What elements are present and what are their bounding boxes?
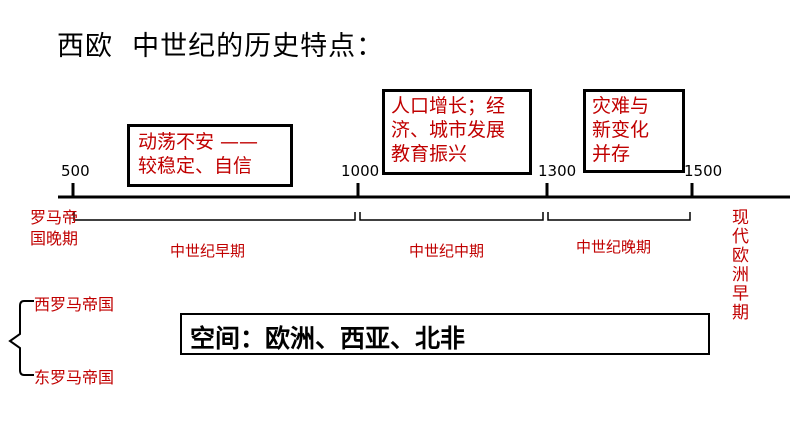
box-early-line-2: 较稳定、自信 — [138, 155, 253, 177]
page-title: 西欧 中世纪的历史特点： — [57, 31, 385, 62]
bracket-early — [73, 212, 356, 221]
label-late-roman-empire: 罗马帝国晚期 — [30, 208, 79, 248]
space-box: 空间：欧洲、西亚、北非 — [180, 313, 710, 355]
label-early-modern-europe: 现代欧洲早期 — [728, 208, 748, 322]
box-middle-line-2: 济、城市发展 — [391, 119, 506, 141]
box-early-line-1: 动荡不安 —— — [138, 131, 259, 153]
box-early-period: 动荡不安 —— 较稳定、自信 — [127, 124, 293, 187]
space-text: 空间：欧洲、西亚、北非 — [190, 324, 466, 353]
period-label-early: 中世纪早期 — [170, 242, 246, 260]
period-label-middle: 中世纪中期 — [409, 242, 485, 260]
box-middle-period: 人口增长；经 济、城市发展 教育振兴 — [382, 89, 532, 175]
tick-label-500: 500 — [61, 162, 90, 180]
bracket-middle — [359, 212, 544, 221]
box-late-line-1: 灾难与 — [592, 95, 650, 117]
period-label-late: 中世纪晚期 — [576, 238, 652, 256]
tick-label-1500: 1500 — [684, 162, 723, 180]
empire-brace — [8, 300, 34, 376]
bracket-late — [547, 212, 691, 221]
box-late-line-3: 并存 — [592, 143, 631, 165]
box-middle-line-1: 人口增长；经 — [391, 95, 506, 117]
box-late-period: 灾难与 新变化 并存 — [583, 89, 685, 173]
label-western-roman-empire: 西罗马帝国 — [34, 295, 115, 314]
tick-label-1300: 1300 — [538, 162, 577, 180]
tick-label-1000: 1000 — [341, 162, 380, 180]
box-middle-line-3: 教育振兴 — [391, 143, 468, 165]
label-eastern-roman-empire: 东罗马帝国 — [34, 368, 115, 387]
box-late-line-2: 新变化 — [592, 119, 650, 141]
